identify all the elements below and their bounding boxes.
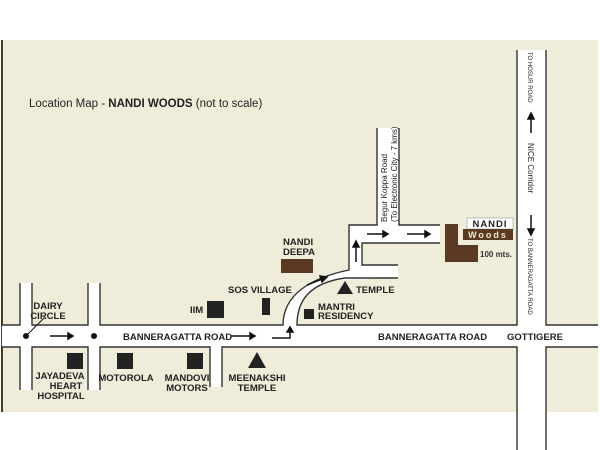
map-title: Location Map - NANDI WOODS (not to scale… (29, 98, 262, 110)
temple-icon (337, 281, 353, 294)
nandi-woods-site-marker (445, 224, 478, 262)
nandi-woods-subname-box (463, 229, 513, 240)
motorola-label: MOTOROLA (98, 373, 153, 384)
arrow-right-icon (67, 331, 75, 341)
distance-label: 100 mts. (480, 250, 512, 259)
mandovi-marker-icon (187, 353, 203, 369)
junction-dot-icon (91, 333, 97, 339)
arrow-down-icon (526, 228, 536, 237)
to-hosur-road-label: TO HOSUR ROAD (526, 52, 532, 103)
nice-corridor-label: NICE Corridor (526, 143, 535, 194)
iim-label: IIM (190, 305, 203, 316)
arrow-right-icon (318, 275, 329, 284)
meenakshi-side-road (210, 345, 222, 387)
arrow-right-icon (249, 331, 257, 341)
nandi-deepa-marker (281, 259, 313, 273)
arrow-right-icon (382, 229, 390, 239)
roads (2, 50, 598, 450)
bannerghatta-road-label: BANNERAGATTA ROAD (123, 332, 232, 343)
mantri-residency-marker-icon (304, 309, 314, 319)
nandi-woods-name-label: NANDI (472, 219, 507, 230)
sos-village-marker-icon (262, 298, 270, 315)
arrow-up-icon (285, 325, 295, 333)
arrow-right-icon (424, 229, 432, 239)
nandi-woods-subname-label: Woods (468, 230, 508, 240)
sos-village-label: SOS VILLAGE (228, 285, 292, 296)
arrow-up-icon (526, 111, 536, 120)
dairy-circle-pointer (25, 317, 45, 337)
arrow-up-icon (351, 239, 361, 248)
direction-arrows (50, 111, 536, 341)
electronic-city-label: (To Electronic City - 7 kms) (390, 126, 399, 222)
to-bannerghatta-road-label: TO BANNERAGATTA ROAD (526, 238, 532, 315)
iim-marker-icon (207, 301, 224, 318)
bannerghatta-road-east-label: BANNERAGATTA ROAD (378, 332, 487, 343)
motorola-marker-icon (117, 353, 133, 369)
jayadeva-marker-icon (67, 353, 83, 369)
bannerghatta-road (2, 325, 598, 347)
begur-road-label: Begur Koppa Road (380, 154, 389, 222)
begur-connector-road (283, 128, 440, 327)
meenakshi-temple-icon (248, 352, 266, 368)
road-edges (2, 50, 598, 450)
temple-label: TEMPLE (356, 285, 395, 296)
gottigere-label: GOTTIGERE (507, 332, 563, 343)
